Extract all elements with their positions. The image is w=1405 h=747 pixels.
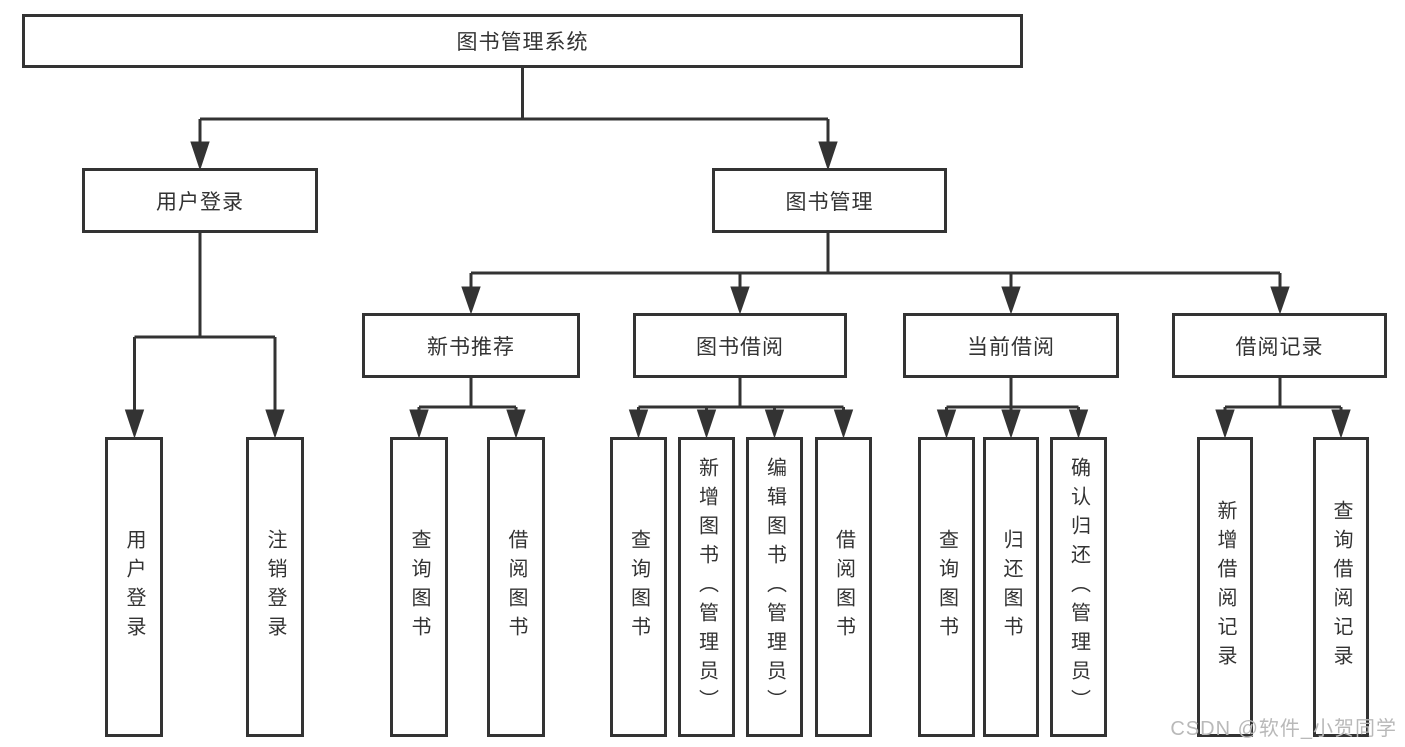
leaf-add-books-admin: 新增图书（管理员） bbox=[678, 437, 735, 737]
arrowhead bbox=[265, 409, 285, 439]
node-book-borrow: 图书借阅 bbox=[633, 313, 847, 378]
leaf-label: 归还图书 bbox=[1000, 529, 1022, 645]
leaf-label: 借阅图书 bbox=[832, 529, 855, 645]
arrowheads bbox=[124, 141, 1351, 439]
node-borrow-records: 借阅记录 bbox=[1172, 313, 1387, 378]
arrowhead bbox=[628, 409, 649, 439]
leaf-label: 查询图书 bbox=[408, 529, 430, 645]
leaf-return-books: 归还图书 bbox=[983, 437, 1039, 737]
leaf-label: 编辑图书（管理员） bbox=[763, 456, 786, 718]
leaf-label: 新增借阅记录 bbox=[1214, 500, 1236, 674]
arrowhead bbox=[1001, 409, 1021, 439]
leaf-label: 新增图书（管理员） bbox=[695, 456, 718, 718]
arrowhead bbox=[1270, 286, 1290, 315]
leaf-borrow-books-recommend: 借阅图书 bbox=[487, 437, 545, 737]
connector-current-borrow-branch bbox=[945, 378, 1080, 412]
arrowhead bbox=[506, 409, 526, 439]
leaf-logout: 注销登录 bbox=[246, 437, 304, 737]
leaf-label: 确认归还（管理员） bbox=[1067, 456, 1090, 718]
arrowhead bbox=[833, 409, 854, 439]
arrowhead bbox=[936, 409, 957, 439]
leaf-label: 查询图书 bbox=[627, 529, 650, 645]
arrowhead bbox=[1068, 409, 1089, 439]
arrowhead bbox=[1215, 409, 1235, 439]
leaf-query-books-current: 查询图书 bbox=[918, 437, 975, 737]
leaf-query-books-recommend: 查询图书 bbox=[390, 437, 448, 737]
arrowhead bbox=[696, 409, 717, 439]
leaf-query-borrow-record: 查询借阅记录 bbox=[1313, 437, 1369, 737]
arrowhead bbox=[124, 409, 145, 439]
arrowhead bbox=[461, 286, 481, 315]
leaf-user-login: 用户登录 bbox=[105, 437, 163, 737]
arrowhead bbox=[1001, 286, 1021, 315]
arrowhead bbox=[409, 409, 429, 439]
connector-new-book-branch bbox=[417, 378, 518, 412]
arrowhead bbox=[190, 141, 210, 171]
leaf-label: 查询图书 bbox=[935, 529, 958, 645]
node-root-system: 图书管理系统 bbox=[22, 14, 1023, 68]
connector-borrow-records-branch bbox=[1223, 378, 1343, 412]
leaf-label: 借阅图书 bbox=[505, 529, 527, 645]
node-book-management: 图书管理 bbox=[712, 168, 947, 233]
leaf-confirm-return-admin: 确认归还（管理员） bbox=[1050, 437, 1107, 737]
connector-root-branch bbox=[198, 68, 830, 144]
node-user-login: 用户登录 bbox=[82, 168, 318, 233]
leaf-label: 注销登录 bbox=[264, 529, 286, 645]
arrowhead bbox=[730, 286, 750, 315]
connector-book-borrow-branch bbox=[637, 378, 845, 412]
connector-user-login-branch bbox=[133, 233, 277, 412]
arrowhead bbox=[1331, 409, 1351, 439]
leaf-query-books-borrow: 查询图书 bbox=[610, 437, 667, 737]
leaf-label: 查询借阅记录 bbox=[1330, 500, 1352, 674]
leaf-edit-books-admin: 编辑图书（管理员） bbox=[746, 437, 803, 737]
node-current-borrow: 当前借阅 bbox=[903, 313, 1119, 378]
arrowhead bbox=[764, 409, 785, 439]
node-new-book-recommend: 新书推荐 bbox=[362, 313, 580, 378]
leaf-label: 用户登录 bbox=[123, 529, 145, 645]
leaf-borrow-books: 借阅图书 bbox=[815, 437, 872, 737]
leaf-add-borrow-record: 新增借阅记录 bbox=[1197, 437, 1253, 737]
arrowhead bbox=[818, 141, 838, 171]
watermark: CSDN @软件_小贺同学 bbox=[1170, 718, 1397, 740]
connector-book-mgmt-branch bbox=[469, 233, 1282, 289]
